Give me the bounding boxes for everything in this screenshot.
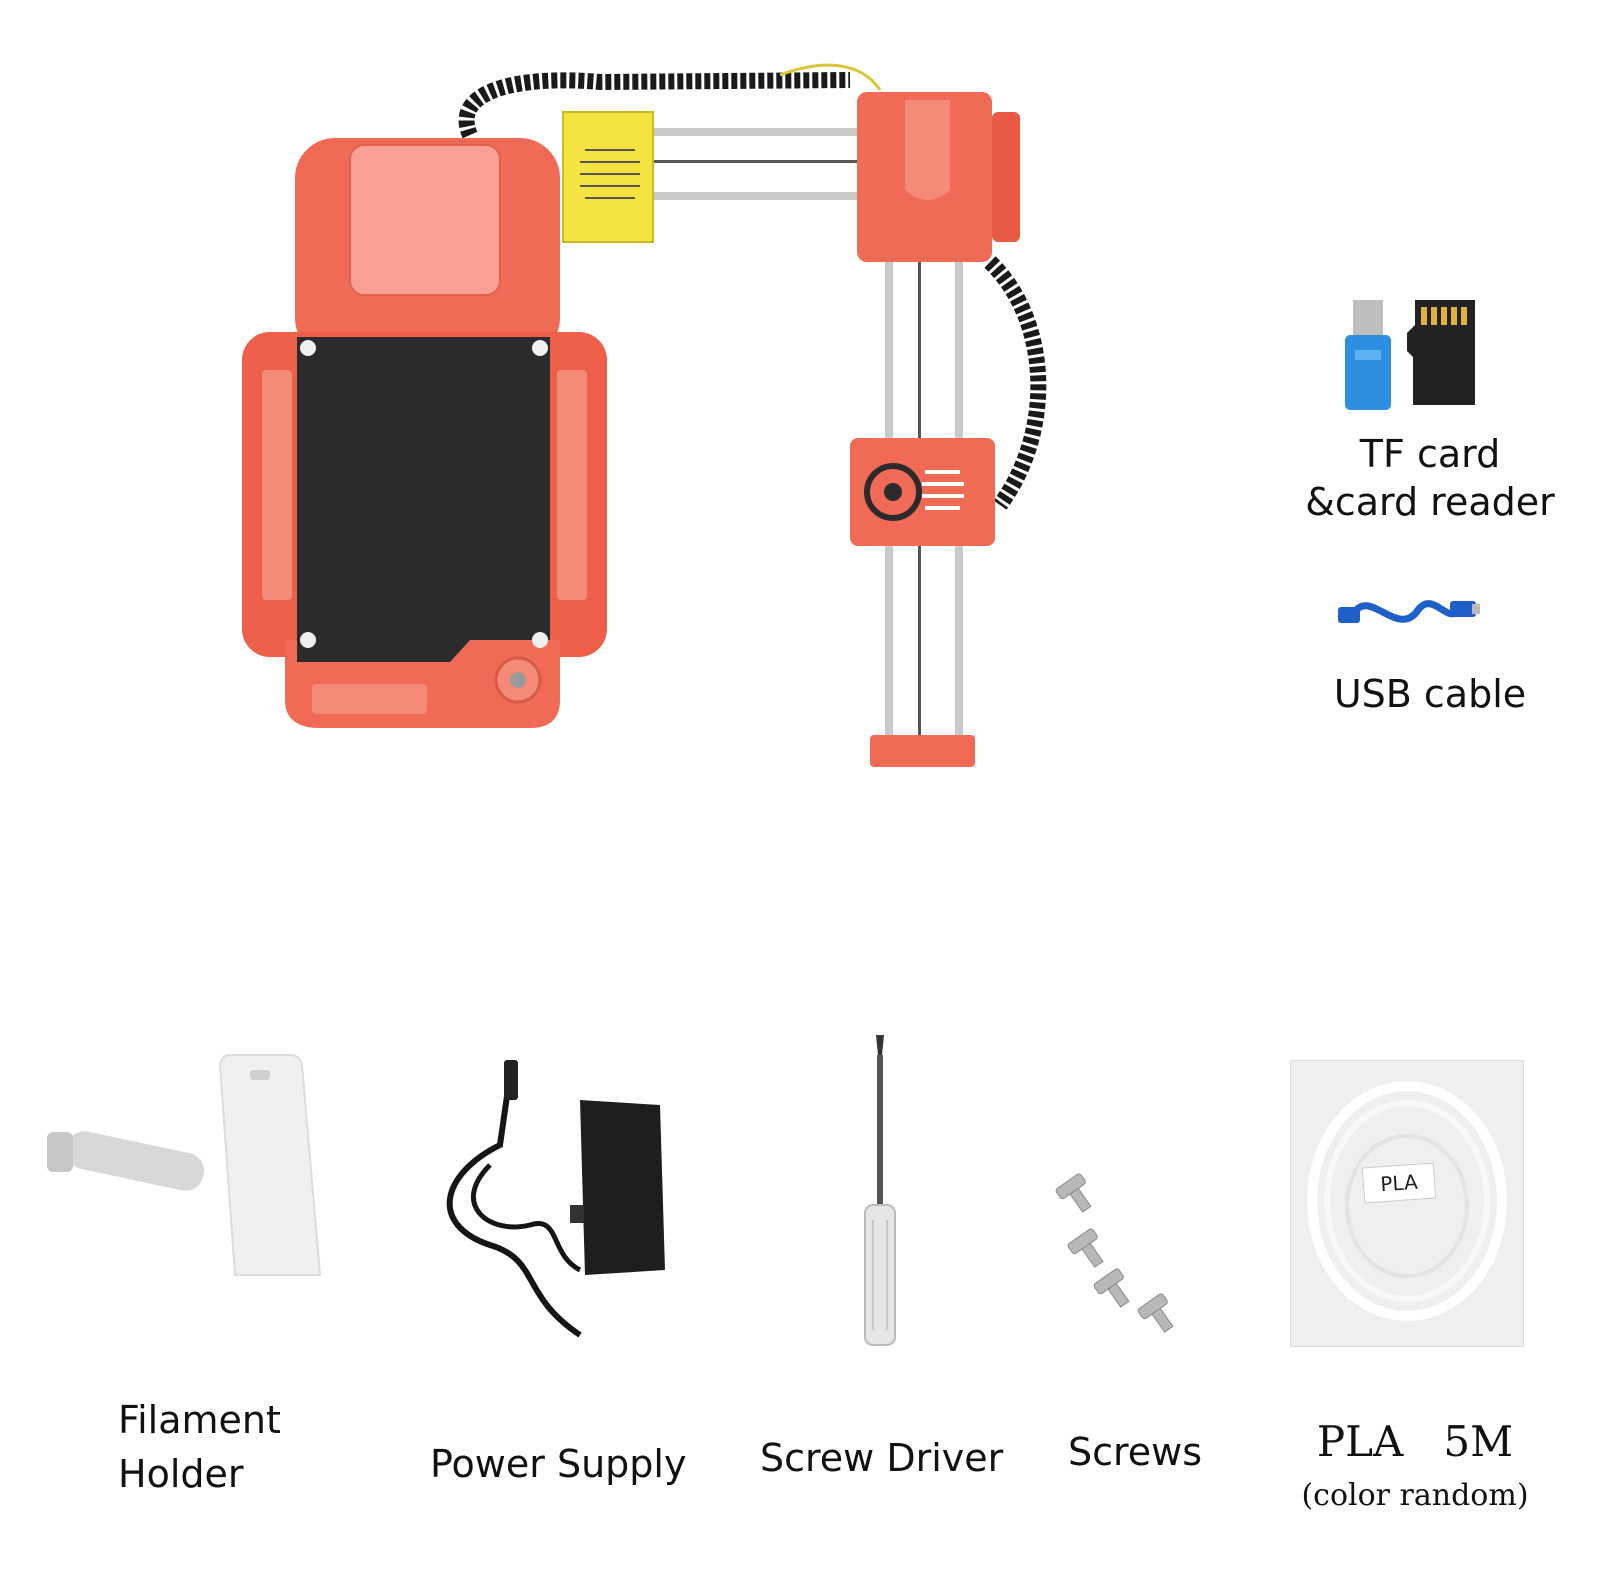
bed-screw	[532, 632, 548, 648]
holder-bracket	[218, 1054, 322, 1276]
holder-cap	[47, 1132, 73, 1172]
screws-label: Screws	[1068, 1430, 1203, 1474]
right-rail-guard	[557, 370, 587, 600]
card-reader-icon	[1345, 300, 1391, 410]
filament-holder-label-line2: Holder	[118, 1452, 244, 1496]
filament-holder-icon	[47, 1054, 322, 1276]
tf-card-label-line2: &card reader	[1305, 480, 1555, 524]
pla-tag: PLA	[1361, 1162, 1437, 1204]
side-cable-chain	[984, 256, 1047, 510]
wire	[779, 63, 882, 91]
holder-spindle	[65, 1131, 205, 1191]
screwdriver-handle	[864, 1204, 896, 1346]
print-head	[850, 438, 995, 546]
x-belt	[650, 160, 860, 163]
usb-cable-label: USB cable	[1333, 672, 1527, 716]
adapter-plug	[504, 1060, 518, 1100]
power-supply-label: Power Supply	[430, 1442, 687, 1486]
pla-filament-icon: PLA	[1290, 1060, 1524, 1347]
fan-icon	[864, 463, 922, 521]
pla-title: PLA 5M	[1316, 1417, 1514, 1466]
x-rail	[650, 128, 860, 136]
printer-image	[242, 63, 1047, 767]
print-bed	[297, 337, 550, 662]
power-adapter-icon	[446, 1060, 665, 1338]
bed-screw	[300, 340, 316, 356]
x-rail	[650, 192, 860, 200]
screwdriver-shaft	[877, 1055, 883, 1210]
tf-card-icon	[1407, 300, 1475, 405]
filament-holder-label-line1: Filament	[118, 1398, 281, 1442]
printer-top-panel	[349, 144, 501, 296]
usb-cable-icon	[1338, 600, 1480, 623]
tf-card-label-line1: TF card	[1359, 432, 1501, 476]
screws-icon	[1055, 1173, 1174, 1333]
bottom-foot	[870, 735, 975, 767]
corner-vent	[905, 100, 950, 200]
left-rail-guard	[262, 370, 292, 600]
adapter-cord	[446, 1074, 582, 1338]
adapter-brick	[580, 1100, 665, 1275]
top-cable-chain	[458, 72, 851, 139]
pla-note: (color random)	[1301, 1478, 1529, 1513]
yellow-motor	[562, 111, 654, 243]
tf-card-group	[1345, 300, 1475, 410]
screwdriver-icon	[864, 1035, 896, 1346]
corner-motor	[992, 112, 1020, 242]
bed-screw	[300, 632, 316, 648]
screw-driver-label: Screw Driver	[760, 1436, 1004, 1480]
base-slot	[312, 684, 427, 714]
power-button-center	[510, 672, 526, 688]
bed-screw	[532, 340, 548, 356]
